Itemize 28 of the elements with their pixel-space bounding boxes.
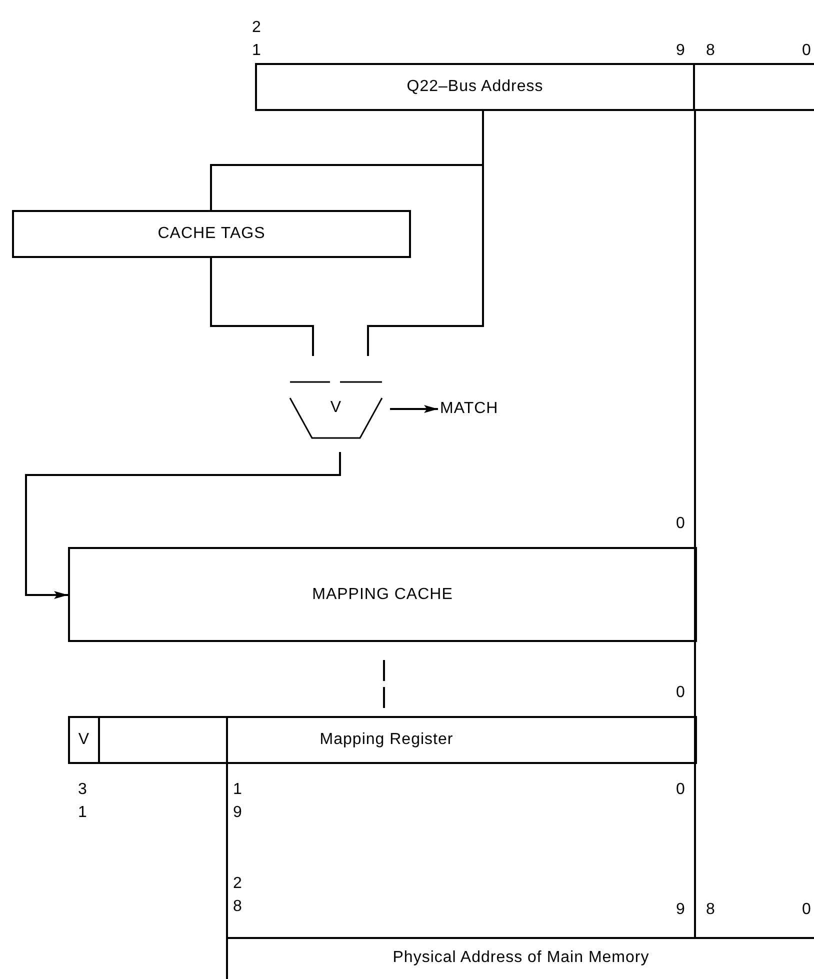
bit-number: 9 [676,41,686,61]
address-field [693,63,814,111]
connector-line [226,764,228,937]
connector-line [694,111,696,937]
connector-line [210,258,314,356]
bit-number: 3 1 [78,780,88,823]
valid-bit-field: V [68,716,100,764]
arrow [390,405,438,413]
arrow [25,452,341,599]
register-field [98,716,228,764]
bit-number: 2 8 [233,874,243,917]
address-field: Physical Address of Main Memory [226,937,814,979]
bit-number: 8 [706,900,716,920]
bit-number: 2 1 [252,18,262,61]
bit-number: 0 [676,514,686,534]
bit-number: 1 9 [233,780,243,823]
connector-line [367,111,484,356]
bit-number: 0 [676,683,686,703]
address-field: Q22–Bus Address [255,63,695,111]
bit-number: 9 [676,900,686,920]
cache-tags-box: CACHE TAGS [12,210,411,258]
signal-label: MATCH [440,397,498,421]
register-field: Mapping Register [226,716,697,764]
bit-number: 0 [676,780,686,800]
mapping-cache-box: MAPPING CACHE [68,547,697,642]
bit-number: 8 [706,41,716,61]
bit-number: 0 [802,900,812,920]
bit-number: 0 [802,41,812,61]
